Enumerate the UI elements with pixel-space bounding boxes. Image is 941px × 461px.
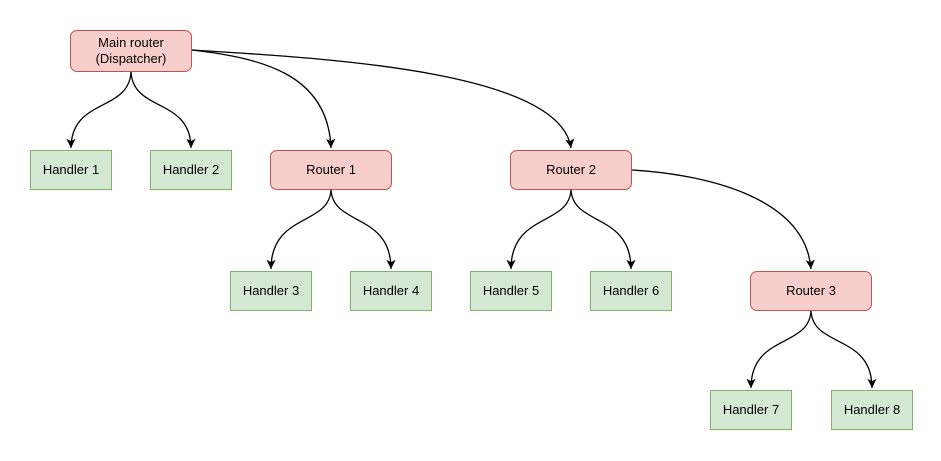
node-router-3-label: Router 3 bbox=[786, 283, 836, 298]
node-router-2[interactable]: Router 2 bbox=[510, 150, 632, 190]
node-router-2-label: Router 2 bbox=[546, 162, 596, 177]
node-handler-3-label: Handler 3 bbox=[242, 283, 300, 298]
node-handler-5-label: Handler 5 bbox=[482, 283, 540, 298]
node-handler-1-label: Handler 1 bbox=[42, 162, 100, 177]
node-handler-4[interactable]: Handler 4 bbox=[350, 271, 432, 311]
node-main-router-label: Main router bbox=[98, 35, 164, 50]
node-handler-2[interactable]: Handler 2 bbox=[150, 150, 232, 190]
node-router-3[interactable]: Router 3 bbox=[750, 271, 872, 311]
node-handler-7[interactable]: Handler 7 bbox=[710, 390, 792, 430]
edge-router2-to-router3 bbox=[631, 169, 815, 270]
edge-router3-to-handler7 bbox=[746, 310, 812, 389]
node-handler-1[interactable]: Handler 1 bbox=[30, 150, 112, 190]
node-handler-6[interactable]: Handler 6 bbox=[590, 271, 672, 311]
edge-router2-to-handler6 bbox=[570, 189, 636, 270]
edge-main-to-handler1 bbox=[66, 71, 132, 149]
node-handler-8[interactable]: Handler 8 bbox=[831, 390, 913, 430]
edge-router1-to-handler3 bbox=[266, 189, 332, 270]
edge-main-to-router2 bbox=[191, 49, 575, 149]
node-main-router[interactable]: Main router (Dispatcher) bbox=[70, 30, 192, 72]
node-handler-3[interactable]: Handler 3 bbox=[230, 271, 312, 311]
edge-main-to-handler2 bbox=[130, 71, 196, 149]
node-handler-4-label: Handler 4 bbox=[362, 283, 420, 298]
edge-router1-to-handler4 bbox=[330, 189, 396, 270]
node-router-1-label: Router 1 bbox=[306, 162, 356, 177]
node-handler-6-label: Handler 6 bbox=[602, 283, 660, 298]
node-handler-5[interactable]: Handler 5 bbox=[470, 271, 552, 311]
node-router-1[interactable]: Router 1 bbox=[270, 150, 392, 190]
edge-router3-to-handler8 bbox=[810, 310, 877, 389]
edge-main-to-router1 bbox=[191, 49, 336, 149]
node-handler-7-label: Handler 7 bbox=[722, 402, 780, 417]
node-handler-2-label: Handler 2 bbox=[162, 162, 220, 177]
node-main-router-sublabel: (Dispatcher) bbox=[95, 51, 167, 66]
node-handler-8-label: Handler 8 bbox=[843, 402, 901, 417]
edge-router2-to-handler5 bbox=[506, 189, 572, 270]
